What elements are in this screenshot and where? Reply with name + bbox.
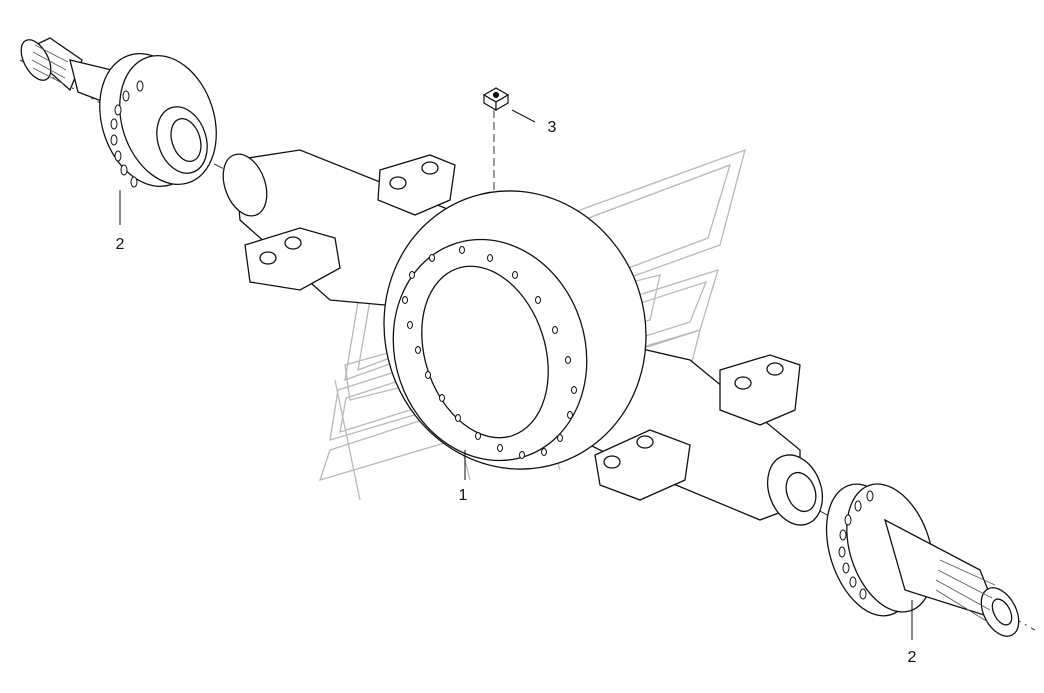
half-shaft-right (825, 483, 1020, 637)
half-shaft-left (20, 37, 217, 188)
plug-part (482, 87, 510, 112)
flange-bolt-holes-right (838, 490, 874, 600)
callout-label-housing: 1 (459, 487, 468, 504)
callout-label-shaft-right: 2 (908, 649, 917, 666)
callout-label-plug: 3 (548, 119, 557, 136)
housing-bolt-holes (402, 246, 577, 459)
flange-bolt-holes-left (110, 80, 144, 188)
callout-label-shaft-left: 2 (116, 236, 125, 253)
axle-housing (222, 149, 824, 526)
leader-lines (119, 109, 913, 640)
